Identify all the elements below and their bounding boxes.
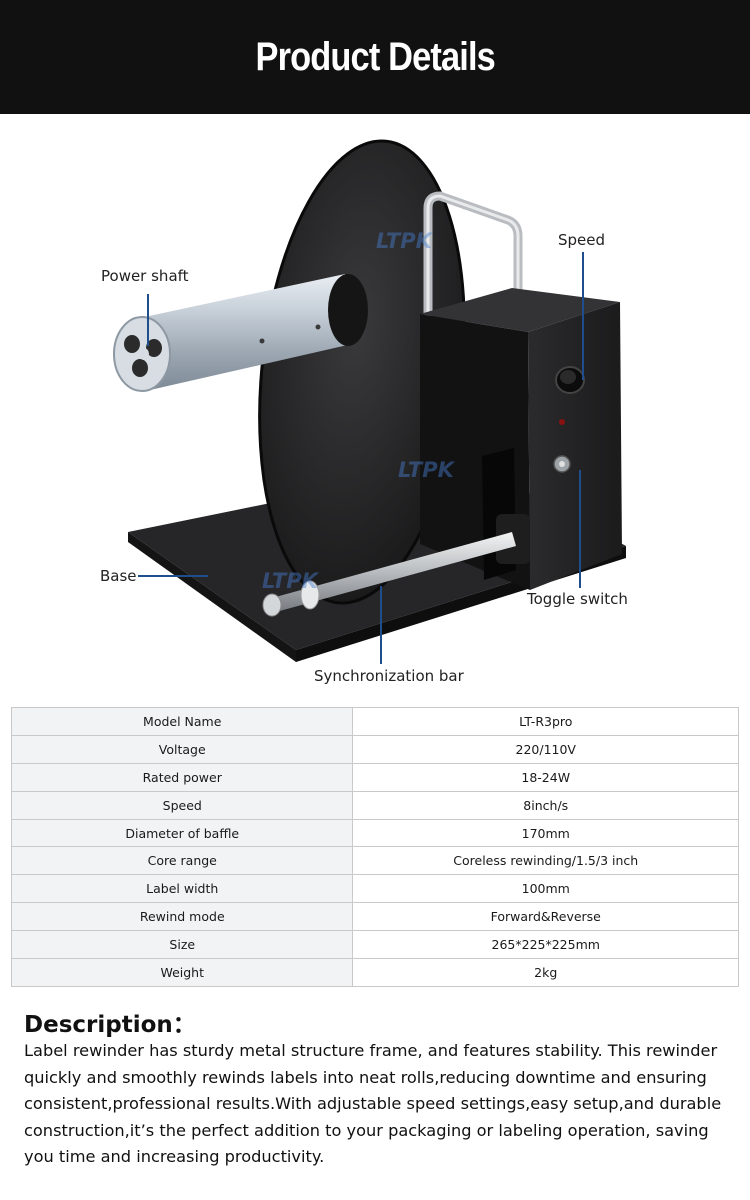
watermark-middle: LTPK bbox=[398, 458, 456, 482]
speed-knob bbox=[555, 366, 585, 394]
callout-toggle-switch: Toggle switch bbox=[527, 590, 628, 608]
spec-label: Label width bbox=[10, 874, 354, 904]
spec-label: Size bbox=[10, 930, 354, 960]
page-header: Product Details bbox=[0, 0, 750, 114]
watermark-top: LTPK bbox=[376, 229, 434, 253]
description-heading: Description： bbox=[24, 1012, 196, 1038]
watermark-bottom: LTPK bbox=[262, 569, 320, 593]
spec-label: Core range bbox=[10, 846, 354, 876]
spec-value: Forward&Reverse bbox=[352, 902, 739, 932]
page-title: Product Details bbox=[255, 34, 495, 79]
spec-label: Voltage bbox=[10, 734, 354, 764]
callout-lines bbox=[138, 252, 584, 664]
spec-value: 2kg bbox=[352, 958, 739, 987]
description-text: Label rewinder has sturdy metal structur… bbox=[24, 1041, 722, 1167]
spec-label: Rated power bbox=[10, 762, 354, 792]
spec-value: 8inch/s bbox=[352, 790, 739, 820]
spec-label: Diameter of baffle bbox=[10, 818, 354, 848]
spec-value: 265*225*225mm bbox=[352, 930, 739, 960]
toggle-switch-control bbox=[553, 455, 571, 473]
carry-handle bbox=[423, 191, 523, 319]
indicator-led bbox=[559, 419, 565, 425]
synchronization-bar-rod bbox=[262, 532, 516, 617]
callout-speed: Speed bbox=[558, 231, 606, 249]
spec-value: Coreless rewinding/1.5/3 inch bbox=[352, 846, 739, 876]
product-image-area: LTPK LTPK LTPK Power shaft Speed Base To… bbox=[0, 114, 750, 704]
callout-base: Base bbox=[100, 567, 137, 585]
callout-power-shaft: Power shaft bbox=[101, 267, 189, 285]
spec-label: Rewind mode bbox=[10, 902, 354, 932]
spec-label: Speed bbox=[10, 790, 354, 820]
power-shaft bbox=[113, 274, 368, 392]
label-rewinder-illustration: LTPK LTPK LTPK bbox=[113, 139, 626, 664]
spec-value: LT-R3pro bbox=[352, 707, 739, 736]
spec-value: 220/110V bbox=[352, 734, 739, 764]
spec-label: Weight bbox=[10, 958, 354, 987]
callout-synchronization-bar: Synchronization bar bbox=[314, 667, 464, 685]
spec-label: Model Name bbox=[10, 707, 354, 736]
spec-value: 170mm bbox=[352, 818, 739, 848]
spec-value: 18-24W bbox=[352, 762, 739, 792]
spec-value: 100mm bbox=[352, 874, 739, 904]
